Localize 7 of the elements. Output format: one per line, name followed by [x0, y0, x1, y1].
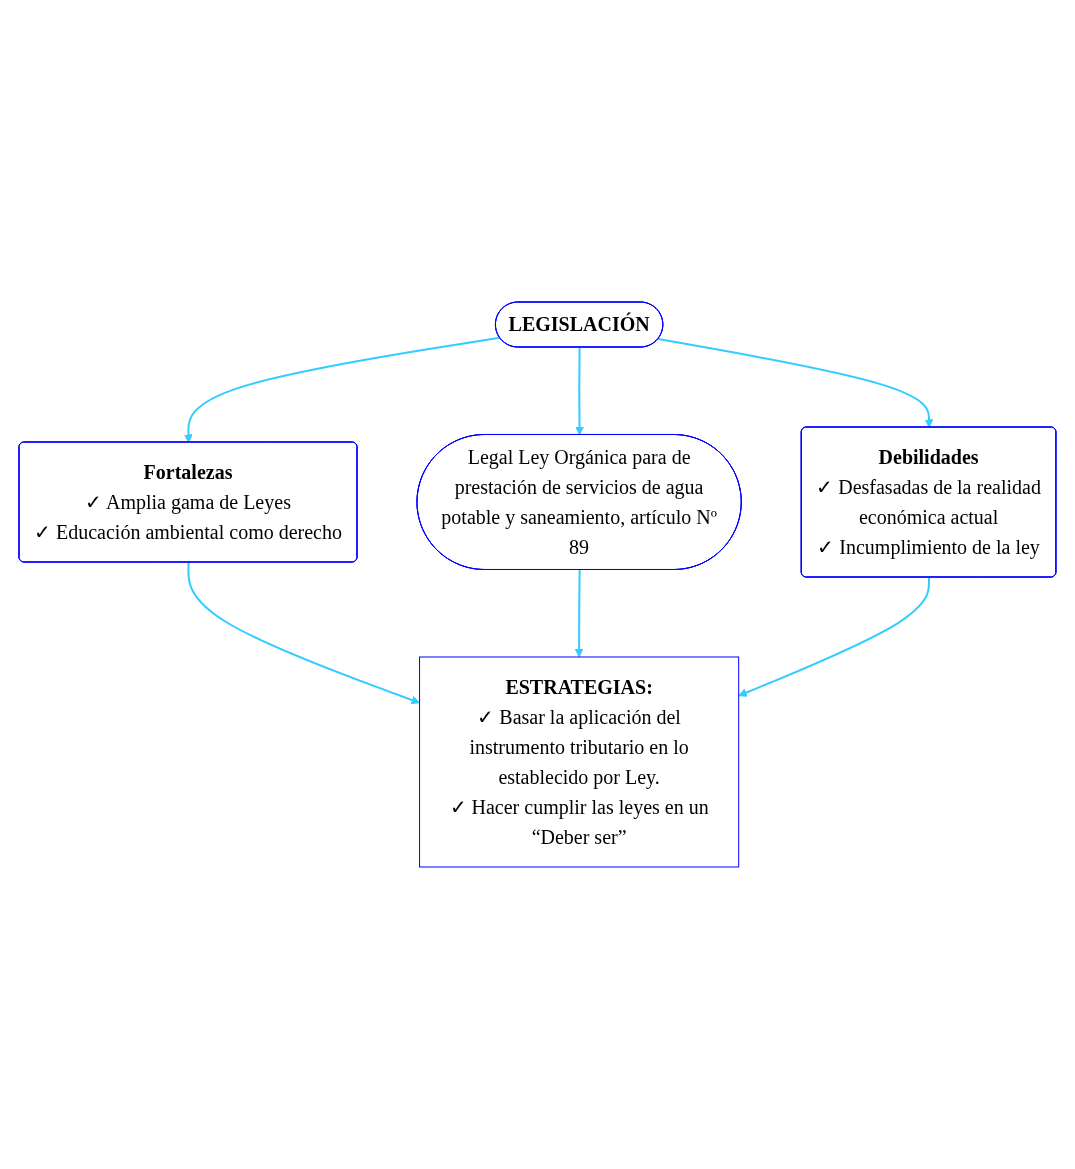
arrow: [657, 338, 934, 428]
arrow: [575, 346, 584, 436]
arrow: [574, 569, 584, 658]
arrow: [738, 576, 931, 697]
arrow: [184, 336, 501, 443]
node-box: [419, 656, 740, 868]
arrow: [187, 561, 420, 705]
